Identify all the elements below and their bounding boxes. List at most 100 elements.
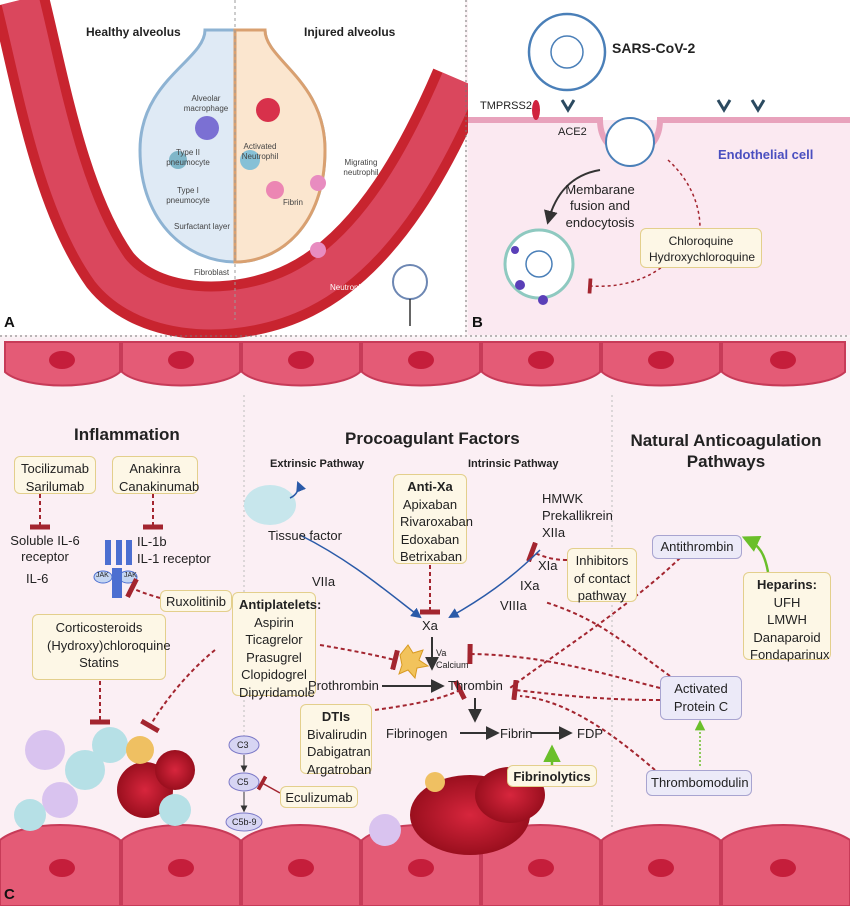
fibrin-label: Fibrin — [283, 198, 304, 207]
antiplatelet-drug: Prasugrel — [246, 649, 302, 665]
tmprss2-icon — [532, 100, 540, 120]
activated-macrophage-cell — [256, 98, 280, 122]
heparin-drug: LMWH — [767, 612, 807, 628]
antithrombin-box: Antithrombin — [652, 535, 742, 559]
heparin-drug: UFH — [773, 594, 801, 610]
panel-c-letter: C — [4, 886, 15, 903]
il1-drugs-box: Anakinra Canakinumab — [112, 456, 199, 494]
anti-xa-drug: Rivaroxaban — [400, 514, 473, 530]
heparins-title: Heparins: — [757, 577, 817, 592]
hmwk-label: HMWK — [542, 491, 584, 506]
neutrophil-label: Neutrophil — [330, 283, 367, 292]
fdp-label: FDP — [577, 726, 603, 741]
fusion-label: Membarane fusion and endocytosis — [565, 182, 635, 230]
sars-cov-2-label: SARS-CoV-2 — [612, 40, 696, 56]
vessel-lumen — [1, 0, 478, 330]
prekallikrein-label: Prekallikrein — [542, 508, 613, 523]
procoagulant-title: Procoagulant Factors — [345, 429, 520, 448]
viiia-label: VIIIa — [500, 598, 527, 613]
prothrombin-label: Prothrombin — [308, 678, 379, 693]
eculizumab-box: Eculizumab — [280, 786, 358, 808]
rbc-label: RBC — [90, 120, 107, 129]
ixa-label: IXa — [520, 578, 540, 593]
fibrinolytics-box: Fibrinolytics — [507, 765, 597, 787]
anti-xa-title: Anti-Xa — [407, 479, 453, 494]
xa-label: Xa — [422, 618, 438, 633]
activated-neutrophil-label: Activated Neutrophil — [241, 142, 279, 161]
panel-b-letter: B — [472, 314, 483, 331]
il1-receptor-label: IL-1 receptor — [137, 551, 211, 566]
inflammation-title: Inflammation — [74, 425, 180, 444]
activated-neutrophil-cell — [240, 150, 260, 170]
type2-label: Type II pneumocyte — [166, 148, 210, 167]
type1-label: Type I pneumocyte — [166, 186, 210, 205]
anti-xa-drug: Edoxaban — [400, 531, 460, 547]
endothelial-cell — [468, 120, 850, 335]
migrating-neutrophil-cell — [310, 175, 326, 191]
endosome-icon — [503, 228, 575, 300]
tissue-factor-cell — [244, 485, 296, 525]
complement-cascade — [225, 735, 281, 832]
neutrophil-cell — [266, 181, 284, 199]
viia-label: VIIa — [312, 574, 336, 589]
extrinsic-pathway-label: Extrinsic Pathway — [270, 458, 365, 470]
neutrophil-cell — [310, 242, 326, 258]
c5b9-label: C5b-9 — [232, 817, 257, 827]
calcium-label: Calcium — [436, 660, 469, 670]
alveolar-macrophage-label: Alveolar macrophage — [183, 94, 229, 113]
c5-label: C5 — [237, 777, 249, 787]
anti-xa-drug: Betrixaban — [400, 549, 463, 565]
fibrinogen-label: Fibrinogen — [386, 726, 448, 741]
il1b-label: IL-1b — [137, 534, 167, 549]
anti-xa-drug: Apixaban — [402, 496, 458, 512]
dti-drug: Argatroban — [307, 761, 372, 777]
injured-alveolus-title: Injured alveolus — [304, 25, 396, 39]
inhibition-lines — [30, 494, 691, 771]
va-label: Va — [436, 648, 447, 658]
dti-drug: Dabigatran — [307, 744, 371, 760]
ace2-label: ACE2 — [558, 126, 587, 138]
healthy-alveolus-title: Healthy alveolus — [86, 25, 181, 39]
thrombomodulin-box: Thrombomodulin — [646, 770, 752, 796]
heparin-drug: Danaparoid — [753, 629, 821, 645]
heparins-box: Heparins: UFH LMWH Danaparoid Fondaparin… — [743, 572, 831, 662]
dti-drug: Bivalirudin — [307, 726, 367, 742]
dti-title: DTIs — [321, 709, 351, 724]
dti-box: DTIs Bivalirudin Dabigatran Argatroban — [300, 704, 372, 777]
ruxolitinib-box: Ruxolitinib — [160, 590, 232, 612]
platelet-icon — [398, 644, 430, 680]
antiplatelet-drug: Dipyridamole — [239, 684, 315, 700]
migrating-neutrophil-label: Migrating neutrophil — [343, 158, 379, 177]
xia-label: XIa — [538, 558, 558, 573]
antiplatelet-drug: Ticagrelor — [245, 632, 303, 648]
cascade-arrows — [382, 637, 573, 740]
corticosteroids-box: Corticosteroids (Hydroxy)chloroquine Sta… — [32, 614, 171, 680]
tmprss2-label: TMPRSS2 — [480, 100, 532, 112]
pathway-arrows — [289, 481, 541, 619]
endothelial-cell-label: Endothelial cell — [718, 147, 814, 162]
intrinsic-pathway-label: Intrinsic Pathway — [468, 458, 559, 470]
fibroblast-label: Fibroblast — [194, 268, 230, 277]
antiplatelets-box: Antiplatelets: Aspirin Ticagrelor Prasug… — [232, 592, 321, 700]
thrombus — [369, 767, 545, 855]
antiplatelet-drug: Clopidogrel — [241, 667, 307, 683]
injured-alveolus — [233, 28, 327, 264]
inflammation-cells — [14, 727, 195, 831]
activated-protein-c-box: Activated Protein C — [660, 676, 742, 720]
il6-drugs-box: Tocilizumab Sarilumab — [14, 456, 96, 494]
virus-a-icon — [392, 264, 428, 300]
il6-label: IL-6 — [26, 571, 49, 586]
tissue-factor-label: Tissue factor — [268, 528, 342, 543]
activation-arrows — [543, 535, 770, 766]
alveolar-macrophage-cell — [195, 116, 219, 140]
chloroquine-inhibit-line — [667, 159, 701, 229]
heparin-drug: Fondaparinux — [750, 647, 830, 663]
sars-cov-2-icon — [527, 12, 607, 92]
jak-label-right: JAK — [124, 572, 137, 579]
top-nuclei — [49, 351, 796, 369]
ace2-receptor-icon — [716, 99, 732, 113]
surfactant-label: Surfactant layer — [174, 222, 231, 231]
anti-xa-box: Anti-Xa Apixaban Rivaroxaban Edoxaban Be… — [393, 474, 473, 565]
